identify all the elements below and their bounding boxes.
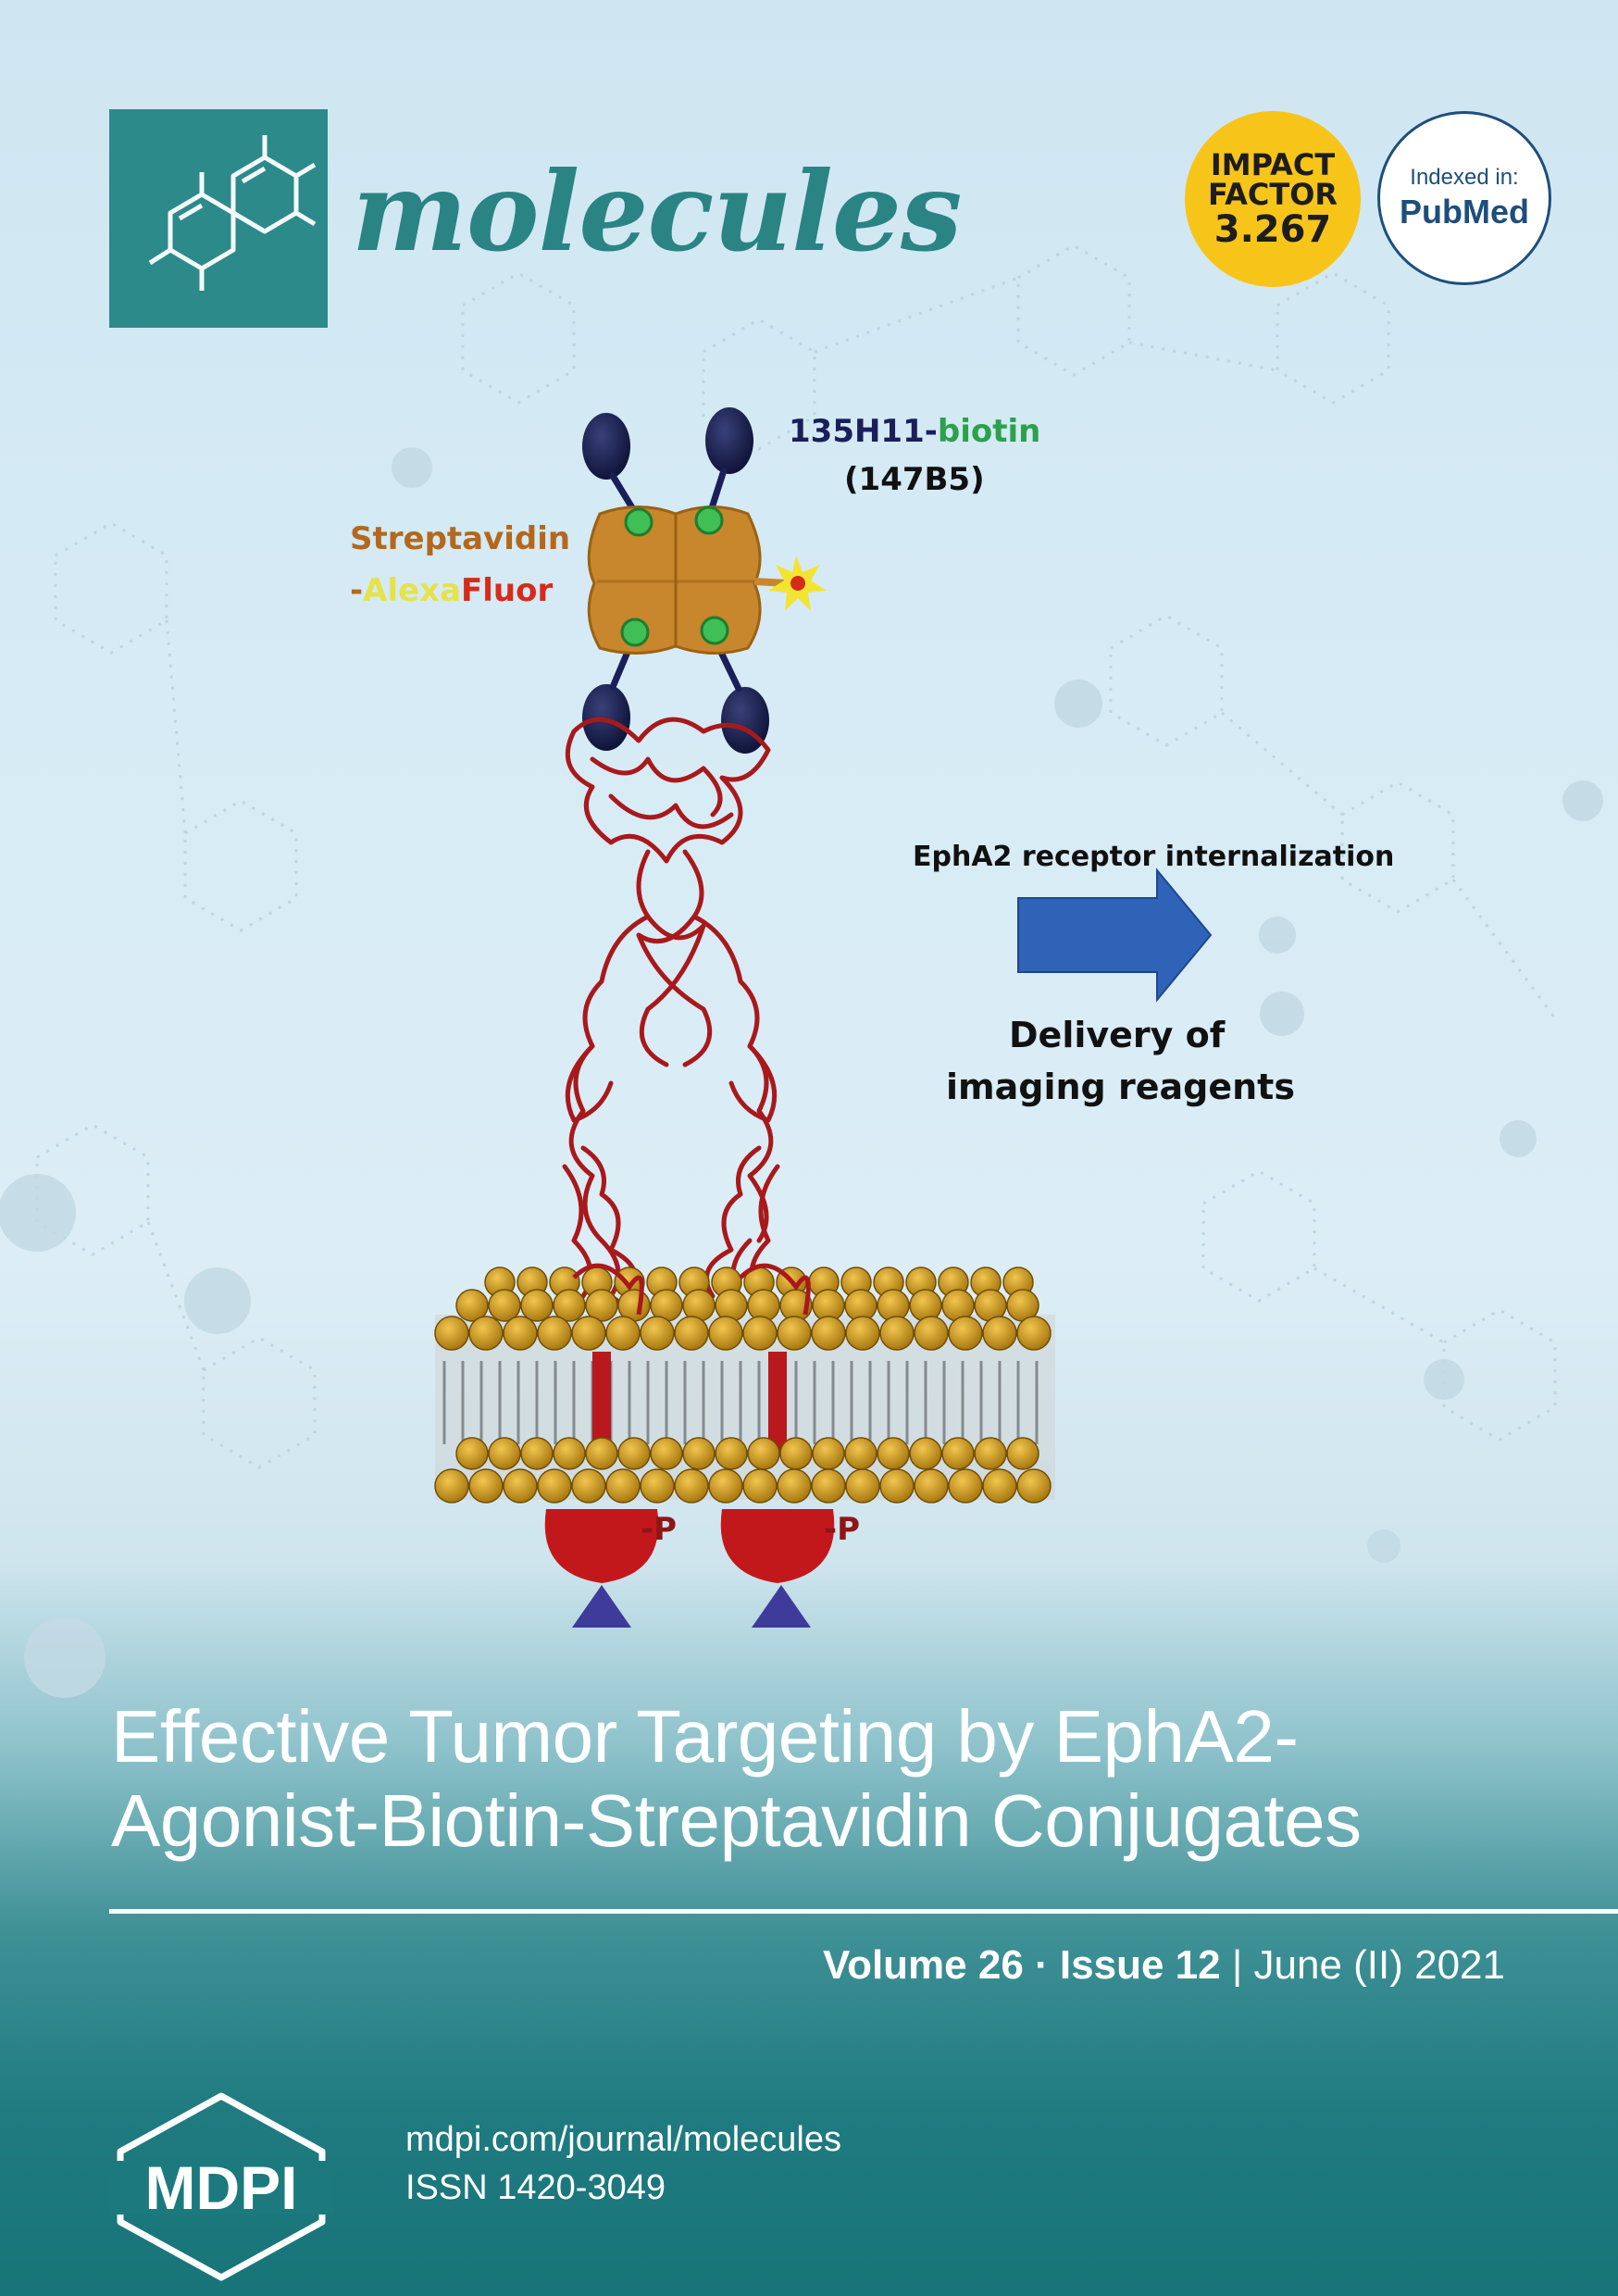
label-dash: - (350, 572, 364, 609)
label-streptavidin: Streptavidin (350, 520, 571, 557)
cover-illustration (434, 407, 1213, 1628)
issue-date: June (II) 2021 (1253, 1942, 1506, 1988)
factor-label: FACTOR (1207, 177, 1338, 212)
label-135h11: 135H11- (789, 413, 938, 450)
benzene-ring-icon (148, 135, 317, 291)
epha2-receptor-ribbon (562, 717, 780, 1336)
label-biotin: biotin (937, 413, 1041, 450)
label-alexa: Alexa (363, 572, 462, 609)
impact-factor-badge: IMPACT FACTOR 3.267 (1185, 111, 1361, 287)
article-title-line1: Effective Tumor Targeting by EphA2- (111, 1695, 1299, 1778)
journal-logo (109, 109, 328, 328)
issue-divider: | (1220, 1942, 1254, 1988)
issue-separator: · (1023, 1942, 1060, 1988)
arrow-right-icon (1017, 867, 1213, 1003)
label-delivery-line1: Delivery of (1009, 1015, 1226, 1055)
kinase-domains (544, 1509, 835, 1628)
impact-label: IMPACT (1210, 147, 1336, 182)
issue-number: Issue 12 (1059, 1942, 1221, 1988)
volume-label: Volume 26 (822, 1942, 1024, 1988)
journal-url[interactable]: mdpi.com/journal/molecules (405, 2120, 841, 2159)
label-delivery-line2: imaging reagents (946, 1067, 1295, 1107)
label-receptor-internalization: EphA2 receptor internalization (913, 841, 1395, 873)
label-phosphate-1: -P (641, 1511, 678, 1548)
streptavidin-tetramer (587, 505, 827, 655)
label-alexafluor: -AlexaFluor (350, 572, 553, 609)
impact-factor-value: 3.267 (1214, 208, 1332, 251)
article-title-line2: Agonist-Biotin-Streptavidin Conjugates (111, 1779, 1362, 1863)
title-divider (109, 1909, 1618, 1914)
mdpi-logo-text: MDPI (145, 2153, 298, 2222)
label-phosphate-2: -P (824, 1511, 861, 1548)
indexed-in-label: Indexed in: (1410, 165, 1519, 190)
mdpi-logo: MDPI (109, 2092, 333, 2281)
hexagon-background-pattern (0, 243, 1603, 1698)
journal-title: molecules (352, 147, 962, 276)
issn-number: ISSN 1420-3049 (405, 2168, 666, 2207)
pubmed-badge: Indexed in: PubMed (1377, 111, 1551, 285)
article-title: Effective Tumor Targeting by EphA2- Agon… (111, 1694, 1555, 1863)
label-fluor: Fluor (461, 572, 554, 609)
label-147b5: (147B5) (844, 461, 985, 498)
pubmed-label: PubMed (1400, 193, 1529, 231)
label-135h11-biotin: 135H11-biotin (789, 413, 1040, 450)
lipid-bilayer-membrane (434, 1263, 1055, 1504)
issue-info: Volume 26 · Issue 12 | June (II) 2021 (0, 1942, 1505, 1989)
